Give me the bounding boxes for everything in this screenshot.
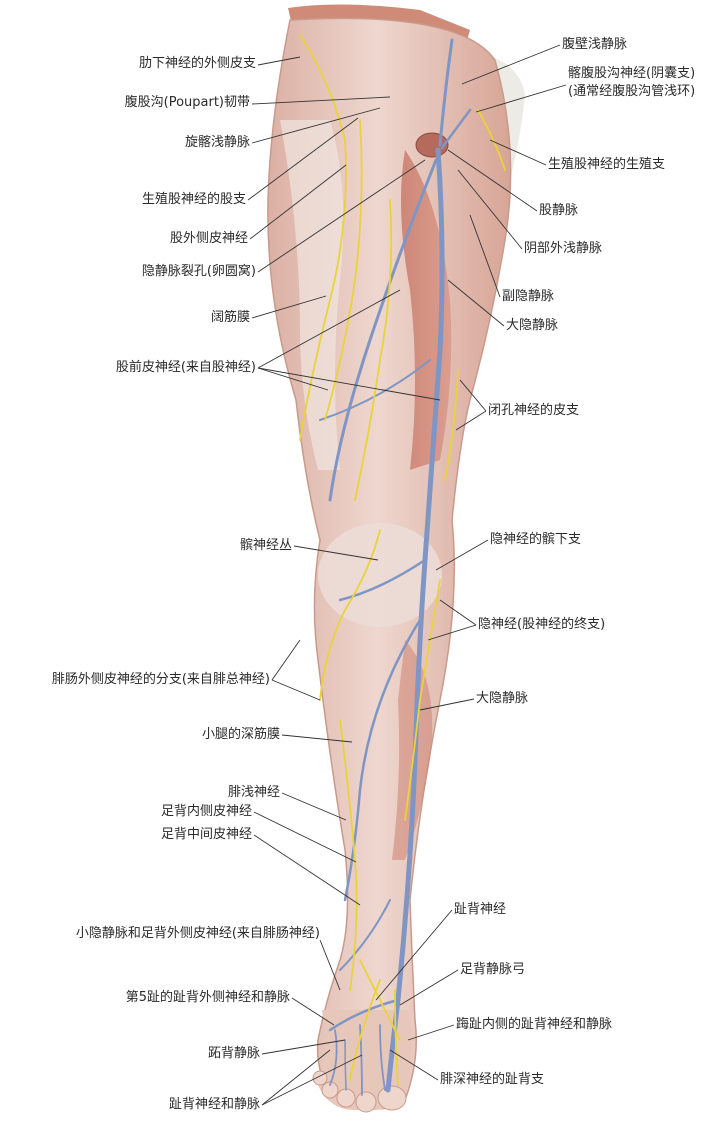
toe-4 — [321, 1081, 339, 1099]
label-saphenous-nerve: 隐神经(股神经的终支) — [478, 617, 606, 632]
label-deep-fascia-leg: 小腿的深筋膜 — [201, 727, 280, 742]
label-obturator-cutaneous-branch: 闭孔神经的皮支 — [488, 403, 580, 418]
knee — [318, 523, 442, 627]
label-great-saphenous-vein-upper: 大隐静脉 — [506, 318, 559, 333]
label-dorsal-venous-arch: 足背静脉弓 — [460, 962, 526, 977]
label-intermediate-dorsal-cutaneous: 足背中间皮神经 — [160, 827, 252, 842]
label-hallux-medial-dorsal: 踇趾内侧的趾背神经和静脉 — [456, 1017, 613, 1032]
label-fascia-lata: 阔筋膜 — [210, 310, 250, 325]
label-anterior-femoral-cutaneous: 股前皮神经(来自股神经) — [115, 360, 256, 375]
nerves — [299, 34, 506, 1086]
label-saphenous-opening: 隐静脉裂孔(卵圆窝) — [141, 264, 256, 279]
leader-lines — [247, 44, 567, 1106]
label-superficial-iliac-vein: 旋髂浅静脉 — [184, 135, 250, 150]
thigh-fascia — [280, 120, 344, 470]
label-subcostal-nerve: 肋下神经的外侧皮支 — [138, 56, 256, 71]
label-femoral-vein: 股静脉 — [539, 203, 579, 218]
toe-1 — [377, 1085, 407, 1111]
toe-2 — [355, 1091, 377, 1113]
label-dorsal-digital-nerves: 趾背神经 — [454, 902, 507, 917]
label-dorsal-digital-nerves-veins: 趾背神经和静脉 — [168, 1097, 260, 1112]
label-ilioinguinal-nerve: 髂腹股沟神经(阴囊支) — [568, 66, 696, 81]
toe-3 — [336, 1088, 356, 1108]
label-genitofemoral-genital-branch: 生殖股神经的生殖支 — [548, 157, 666, 172]
label-deep-fibular-dorsal-branch: 腓深神经的趾背支 — [440, 1072, 545, 1087]
veins — [319, 38, 472, 1096]
label-inguinal-ligament: 腹股沟(Poupart)韧带 — [124, 95, 250, 110]
label-ilioinguinal-nerve-note: (通常经腹股沟管浅环) — [568, 84, 696, 99]
label-superficial-fibular-nerve: 腓浅神经 — [227, 785, 280, 800]
label-dorsal-metatarsal-veins: 跖背静脉 — [207, 1046, 260, 1061]
calf-muscle — [392, 640, 433, 860]
label-lateral-femoral-cutaneous: 股外侧皮神经 — [169, 231, 248, 246]
label-small-saphenous-vein: 小隐静脉和足背外侧皮神经(来自腓肠神经) — [75, 926, 320, 941]
label-medial-dorsal-cutaneous: 足背内侧皮神经 — [160, 804, 252, 819]
label-superficial-epigastric-vein: 腹壁浅静脉 — [562, 37, 628, 52]
label-lateral-sural-cutaneous: 腓肠外侧皮神经的分支(来自腓总神经) — [51, 672, 270, 687]
label-infrapatellar-branch: 隐神经的髌下支 — [490, 532, 582, 547]
label-great-saphenous-vein-lower: 大隐静脉 — [476, 691, 529, 706]
label-genitofemoral-femoral-branch: 生殖股神经的股支 — [141, 192, 246, 207]
label-external-pudendal-vein: 阴部外浅静脉 — [524, 241, 603, 256]
label-accessory-saphenous-vein: 副隐静脉 — [502, 289, 555, 304]
label-patellar-plexus: 髌神经丛 — [239, 538, 292, 553]
label-fifth-toe-dorsal: 第5趾的趾背外侧神经和静脉 — [125, 990, 290, 1005]
